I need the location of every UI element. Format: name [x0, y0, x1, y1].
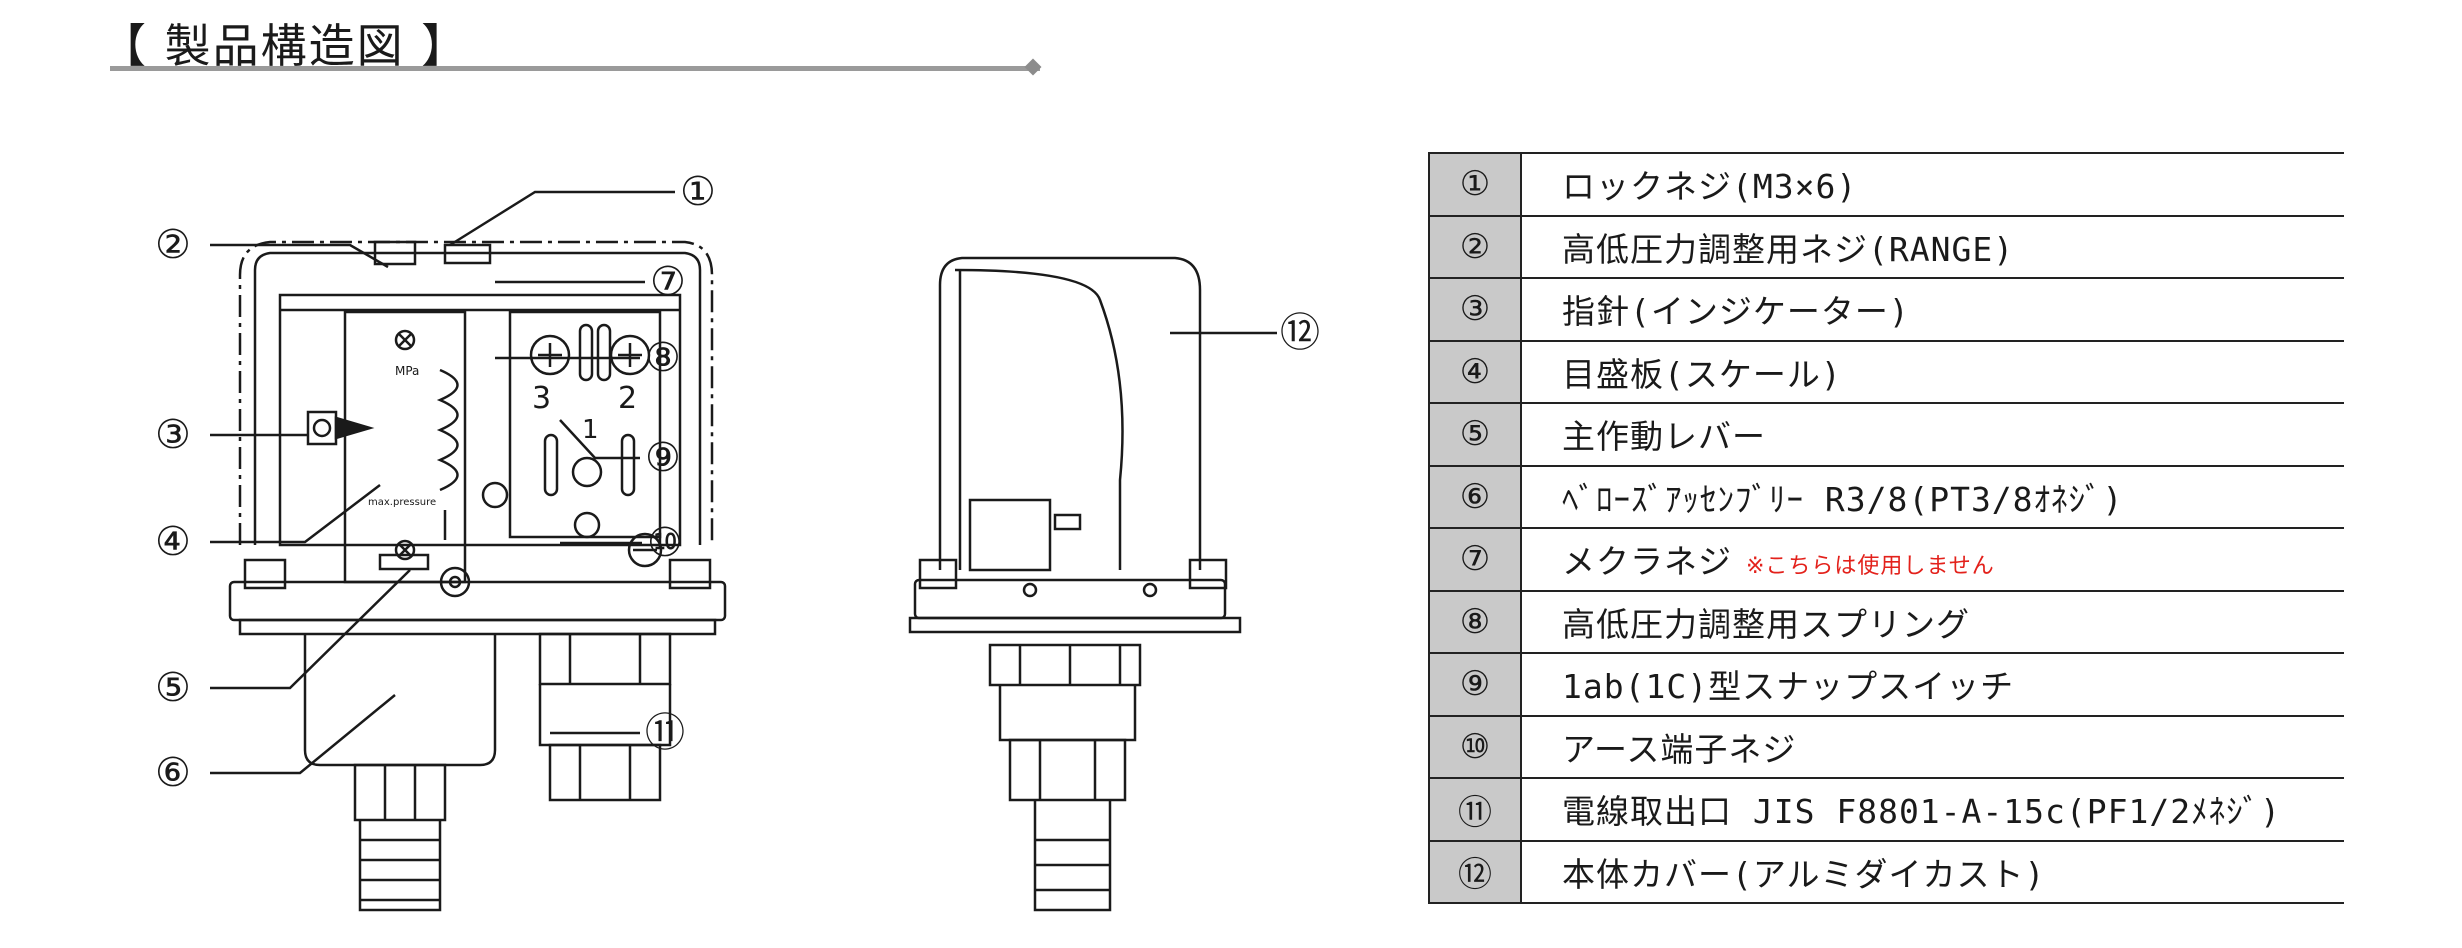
part-number: ⑥	[1428, 464, 1522, 529]
callout-6: ⑥	[155, 750, 191, 796]
front-view: MPa max.pressure 3 2 1	[210, 190, 727, 912]
part-name-cell: 本体カバー(アルミダイカスト)	[1521, 839, 2344, 904]
title-underline-diamond	[1024, 58, 1042, 76]
part-name: 高低圧力調整用スプリング	[1562, 604, 1970, 644]
callout-5: ⑤	[155, 665, 191, 711]
table-row: ⑩ アース端子ネジ	[1428, 714, 2344, 779]
part-name: 指針(インジケーター)	[1562, 292, 1910, 332]
part-number: ⑧	[1428, 589, 1522, 654]
part-name-cell: 高低圧力調整用ネジ(RANGE)	[1521, 214, 2344, 279]
part-number: ④	[1428, 339, 1522, 404]
table-row: ⑨ 1ab(1C)型スナップスイッチ	[1428, 652, 2344, 717]
parts-table: ① ロックネジ(M3×6) ② 高低圧力調整用ネジ(RANGE) ③ 指針(インジケーター…	[1428, 152, 2344, 904]
part-name-cell: 1ab(1C)型スナップスイッチ	[1521, 652, 2344, 717]
table-row: ⑤ 主作動レバー	[1428, 402, 2344, 467]
callout-2: ②	[155, 222, 191, 268]
part-name: 本体カバー(アルミダイカスト)	[1562, 854, 2046, 894]
part-name: 主作動レバー	[1562, 417, 1766, 457]
part-number: ⑫	[1428, 839, 1522, 904]
part-name-cell: 目盛板(スケール)	[1521, 339, 2344, 404]
table-row: ④ 目盛板(スケール)	[1428, 339, 2344, 404]
scale-max-label: max.pressure	[368, 497, 436, 508]
callout-1: ①	[680, 169, 716, 215]
callout-9: ⑨	[645, 435, 681, 481]
product-structure-diagram: MPa max.pressure 3 2 1	[155, 169, 1320, 912]
scale-unit-label: MPa	[395, 364, 419, 378]
table-row: ③ 指針(インジケーター)	[1428, 277, 2344, 342]
table-row: ⑪ 電線取出口 JIS F8801-A-15c(PF1/2ﾒﾈｼﾞ)	[1428, 777, 2344, 842]
switch-terminal-2: 2	[618, 381, 637, 416]
part-name-cell: ﾍﾞﾛｰｽﾞｱｯｾﾝﾌﾞﾘｰ R3/8(PT3/8ｵﾈｼﾞ)	[1521, 464, 2344, 529]
part-name-cell: アース端子ネジ	[1521, 714, 2344, 779]
part-number: ③	[1428, 277, 1522, 342]
part-number: ②	[1428, 214, 1522, 279]
part-note: ※こちらは使用しません	[1746, 554, 1995, 580]
part-name-cell: 指針(インジケーター)	[1521, 277, 2344, 342]
parts-table-body: ① ロックネジ(M3×6) ② 高低圧力調整用ネジ(RANGE) ③ 指針(インジケーター…	[1428, 152, 2344, 904]
side-view	[908, 256, 1277, 912]
table-row: ⑧ 高低圧力調整用スプリング	[1428, 589, 2344, 654]
part-number: ⑩	[1428, 714, 1522, 779]
part-number: ⑤	[1428, 402, 1522, 467]
part-name: 高低圧力調整用ネジ(RANGE)	[1562, 229, 2015, 269]
callout-11: ⑪	[645, 710, 685, 756]
title-underline	[110, 66, 1040, 71]
part-name: ロックネジ(M3×6)	[1562, 167, 1858, 207]
table-row: ① ロックネジ(M3×6)	[1428, 152, 2344, 217]
switch-terminal-3: 3	[532, 381, 551, 416]
part-name: ﾍﾞﾛｰｽﾞｱｯｾﾝﾌﾞﾘｰ R3/8(PT3/8ｵﾈｼﾞ)	[1562, 479, 2124, 519]
part-name-cell: ロックネジ(M3×6)	[1521, 152, 2344, 217]
part-name-cell: 電線取出口 JIS F8801-A-15c(PF1/2ﾒﾈｼﾞ)	[1521, 777, 2344, 842]
part-name-cell: 高低圧力調整用スプリング	[1521, 589, 2344, 654]
page-title: 【 製品構造図 】	[100, 19, 470, 73]
part-name: アース端子ネジ	[1562, 729, 1797, 769]
callout-7: ⑦	[650, 259, 686, 305]
part-name: 電線取出口 JIS F8801-A-15c(PF1/2ﾒﾈｼﾞ)	[1562, 792, 2281, 832]
part-name-cell: 主作動レバー	[1521, 402, 2344, 467]
part-number: ①	[1428, 152, 1522, 217]
callout-8: ⑧	[645, 335, 681, 381]
callout-4: ④	[155, 519, 191, 565]
callout-3: ③	[155, 412, 191, 458]
part-name: メクラネジ	[1562, 542, 1732, 582]
part-name-cell: メクラネジ ※こちらは使用しません	[1521, 527, 2344, 592]
part-name: 1ab(1C)型スナップスイッチ	[1562, 667, 2015, 707]
callout-10: ⑩	[647, 520, 683, 566]
table-row: ⑥ ﾍﾞﾛｰｽﾞｱｯｾﾝﾌﾞﾘｰ R3/8(PT3/8ｵﾈｼﾞ)	[1428, 464, 2344, 529]
table-row: ② 高低圧力調整用ネジ(RANGE)	[1428, 214, 2344, 279]
part-name: 目盛板(スケール)	[1562, 354, 1842, 394]
switch-terminal-1: 1	[582, 415, 599, 445]
part-number: ⑦	[1428, 527, 1522, 592]
table-row: ⑦ メクラネジ ※こちらは使用しません	[1428, 527, 2344, 592]
part-number: ⑨	[1428, 652, 1522, 717]
part-number: ⑪	[1428, 777, 1522, 842]
callout-12: ⑫	[1280, 310, 1320, 356]
table-row: ⑫ 本体カバー(アルミダイカスト)	[1428, 839, 2344, 904]
